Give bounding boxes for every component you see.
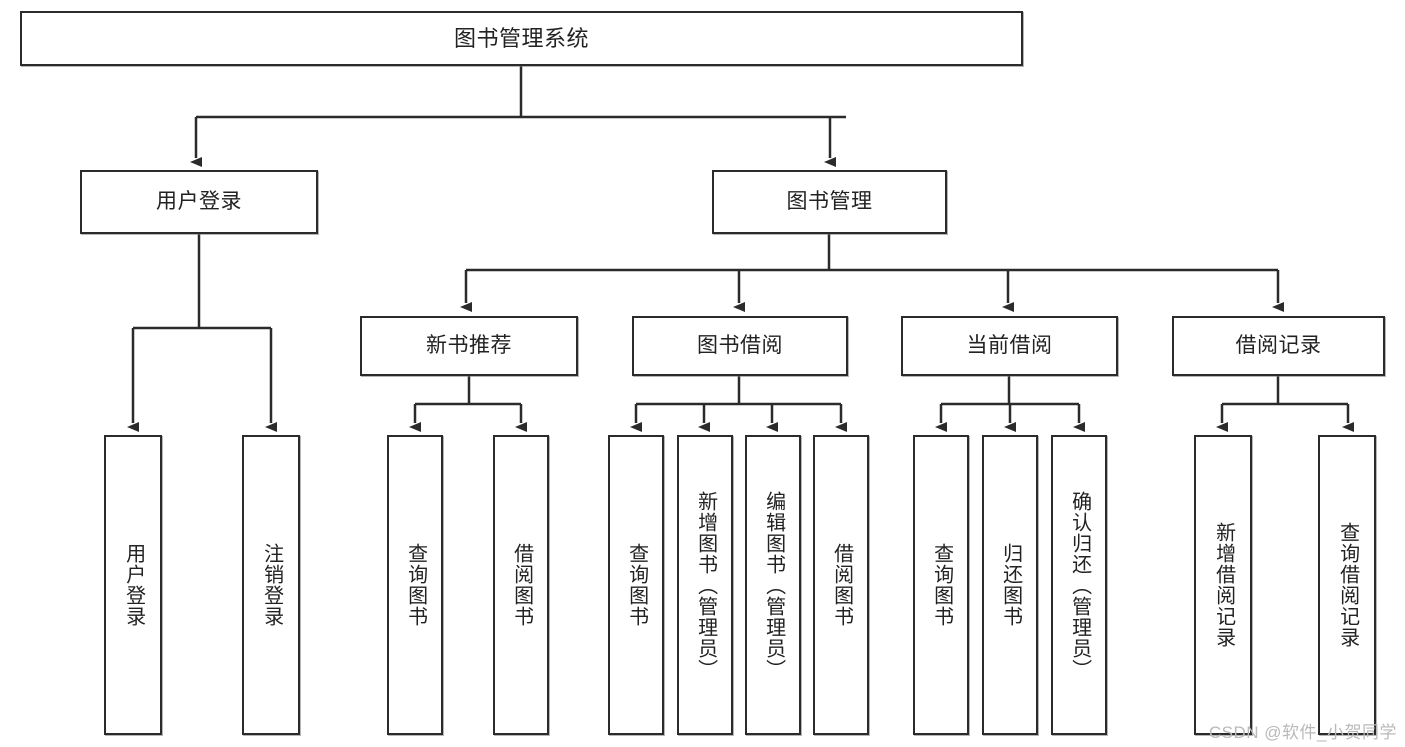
- node-label: 查询图书: [404, 543, 427, 627]
- node-label: 归还图书: [999, 543, 1022, 627]
- node-label: 编辑图书（管理员）: [762, 490, 785, 680]
- node-user-login[interactable]: 用户登录: [80, 170, 318, 234]
- node-label: 用户登录: [156, 189, 242, 213]
- node-book-management[interactable]: 图书管理: [712, 170, 947, 234]
- node-label: 查询借阅记录: [1336, 522, 1359, 648]
- leaf-current-confirm-return-admin[interactable]: 确认归还（管理员）: [1051, 435, 1107, 735]
- leaf-current-return-book[interactable]: 归还图书: [982, 435, 1038, 735]
- node-label: 注销登录: [260, 543, 283, 627]
- leaf-new-book-borrow-book[interactable]: 借阅图书: [493, 435, 549, 735]
- node-label: 新书推荐: [426, 333, 512, 357]
- node-current-borrowing[interactable]: 当前借阅: [901, 316, 1118, 376]
- leaf-borrow-borrow-book[interactable]: 借阅图书: [813, 435, 869, 735]
- node-label: 借阅记录: [1235, 333, 1322, 357]
- leaf-current-query-book[interactable]: 查询图书: [913, 435, 969, 735]
- leaf-borrow-query-book[interactable]: 查询图书: [608, 435, 664, 735]
- node-new-book-recommendation[interactable]: 新书推荐: [360, 316, 578, 376]
- leaf-records-query-record[interactable]: 查询借阅记录: [1318, 435, 1376, 735]
- leaf-user-login-login[interactable]: 用户登录: [104, 435, 162, 735]
- node-label: 借阅图书: [510, 543, 533, 627]
- node-label: 当前借阅: [966, 333, 1053, 357]
- node-label: 查询图书: [625, 543, 648, 627]
- leaf-borrow-edit-book-admin[interactable]: 编辑图书（管理员）: [745, 435, 801, 735]
- node-label: 图书借阅: [697, 333, 783, 357]
- node-root-book-management-system[interactable]: 图书管理系统: [20, 11, 1023, 66]
- node-label: 用户登录: [122, 543, 145, 627]
- node-borrowing-records[interactable]: 借阅记录: [1172, 316, 1385, 376]
- watermark: CSDN @软件_小贺同学: [1208, 723, 1397, 742]
- node-book-borrowing[interactable]: 图书借阅: [632, 316, 848, 376]
- leaf-new-book-query-book[interactable]: 查询图书: [387, 435, 443, 735]
- node-label: 新增借阅记录: [1212, 522, 1235, 648]
- leaf-borrow-add-book-admin[interactable]: 新增图书（管理员）: [677, 435, 733, 735]
- node-label: 图书管理系统: [453, 25, 589, 51]
- node-label: 借阅图书: [830, 543, 853, 627]
- leaf-records-add-record[interactable]: 新增借阅记录: [1194, 435, 1252, 735]
- node-label: 图书管理: [786, 189, 873, 213]
- node-label: 确认归还（管理员）: [1068, 490, 1091, 680]
- leaf-user-login-logout[interactable]: 注销登录: [242, 435, 300, 735]
- node-label: 查询图书: [930, 543, 953, 627]
- node-label: 新增图书（管理员）: [694, 490, 717, 680]
